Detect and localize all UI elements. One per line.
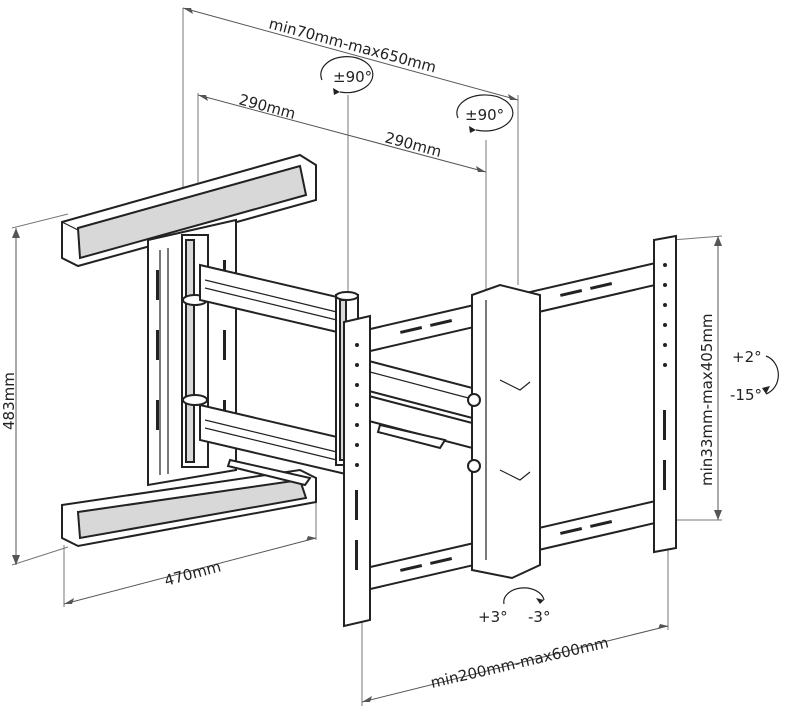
swivel-arm-rotation-label: ±90° xyxy=(333,68,372,86)
tilt-rotation-icon xyxy=(762,355,779,395)
vesa-horizontal-dimension xyxy=(361,545,669,706)
wall-plate-height-dimension xyxy=(11,213,69,566)
tv-bracket xyxy=(343,234,677,628)
wall-plate-height-label: 483mm xyxy=(0,372,18,430)
swivel-arm-rotation-icon xyxy=(320,56,374,95)
arm-length-2-label: 290mm xyxy=(383,128,444,160)
tilt-down-label: -15° xyxy=(730,386,762,404)
arm-length-dimension xyxy=(197,93,487,300)
level-minus-label: -3° xyxy=(528,608,550,626)
level-plus-label: +3° xyxy=(478,608,508,626)
vesa-vertical-dimension xyxy=(671,235,723,521)
tilt-up-label: +2° xyxy=(732,348,762,366)
swivel-head-rotation-label: ±90° xyxy=(465,106,504,124)
wall-plate-width-label: 470mm xyxy=(162,558,223,590)
outer-arm-lower xyxy=(364,393,481,452)
swivel-head-rotation-icon xyxy=(456,94,514,133)
vesa-horizontal-label: min200mm-max600mm xyxy=(429,633,610,692)
arm-length-1-label: 290mm xyxy=(237,90,298,122)
level-rotation-icon xyxy=(503,587,545,605)
extension-dimension xyxy=(182,7,519,285)
vesa-vertical-label: min33mm-max405mm xyxy=(698,313,716,486)
wall-plate xyxy=(61,153,317,548)
